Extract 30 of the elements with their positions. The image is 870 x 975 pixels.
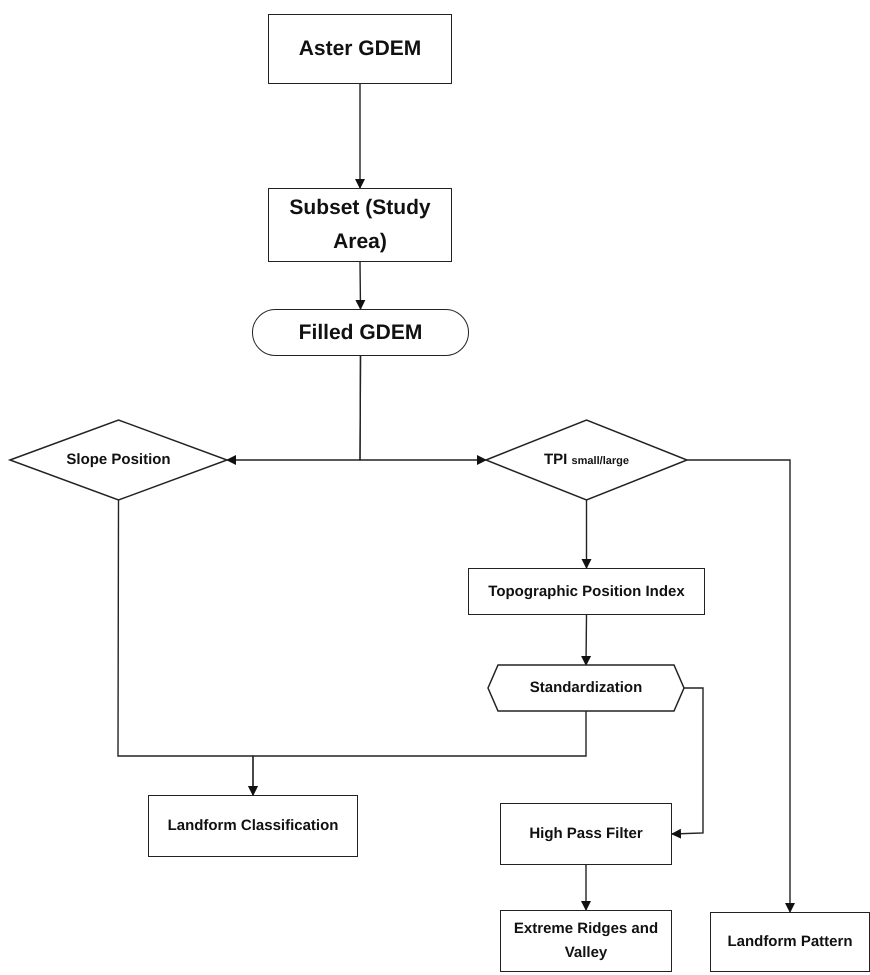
node-label: Filled GDEM — [298, 320, 422, 346]
node-label: Topographic Position Index — [488, 582, 685, 602]
arrow — [581, 615, 592, 666]
process-box — [268, 188, 452, 262]
node-label: Subset (Study Area) — [288, 195, 432, 255]
node-label: Extreme Ridges and Valley — [512, 919, 660, 963]
arrow — [671, 687, 704, 839]
arrow — [359, 356, 487, 465]
node-label: High Pass Filter — [529, 824, 643, 844]
node-label: Landform Classification — [168, 816, 338, 836]
decision-diamond — [486, 420, 687, 500]
terminal-box — [252, 309, 469, 356]
decision-diamond — [10, 420, 227, 500]
arrow — [582, 500, 592, 569]
process-box — [710, 912, 870, 972]
process-box — [500, 910, 672, 972]
node-label: Standardization — [530, 678, 642, 698]
node-label: Slope Position — [66, 450, 171, 470]
arrow — [248, 711, 587, 796]
arrow — [687, 459, 795, 913]
preparation-hexagon — [488, 665, 684, 711]
arrow — [581, 865, 591, 911]
arrow — [355, 262, 366, 310]
arrow — [355, 84, 365, 189]
node-label: Landform Pattern — [727, 932, 852, 952]
process-box — [468, 568, 705, 615]
process-box — [268, 14, 452, 84]
process-box — [148, 795, 358, 857]
process-box — [500, 803, 672, 865]
node-label: Aster GDEM — [298, 36, 422, 62]
